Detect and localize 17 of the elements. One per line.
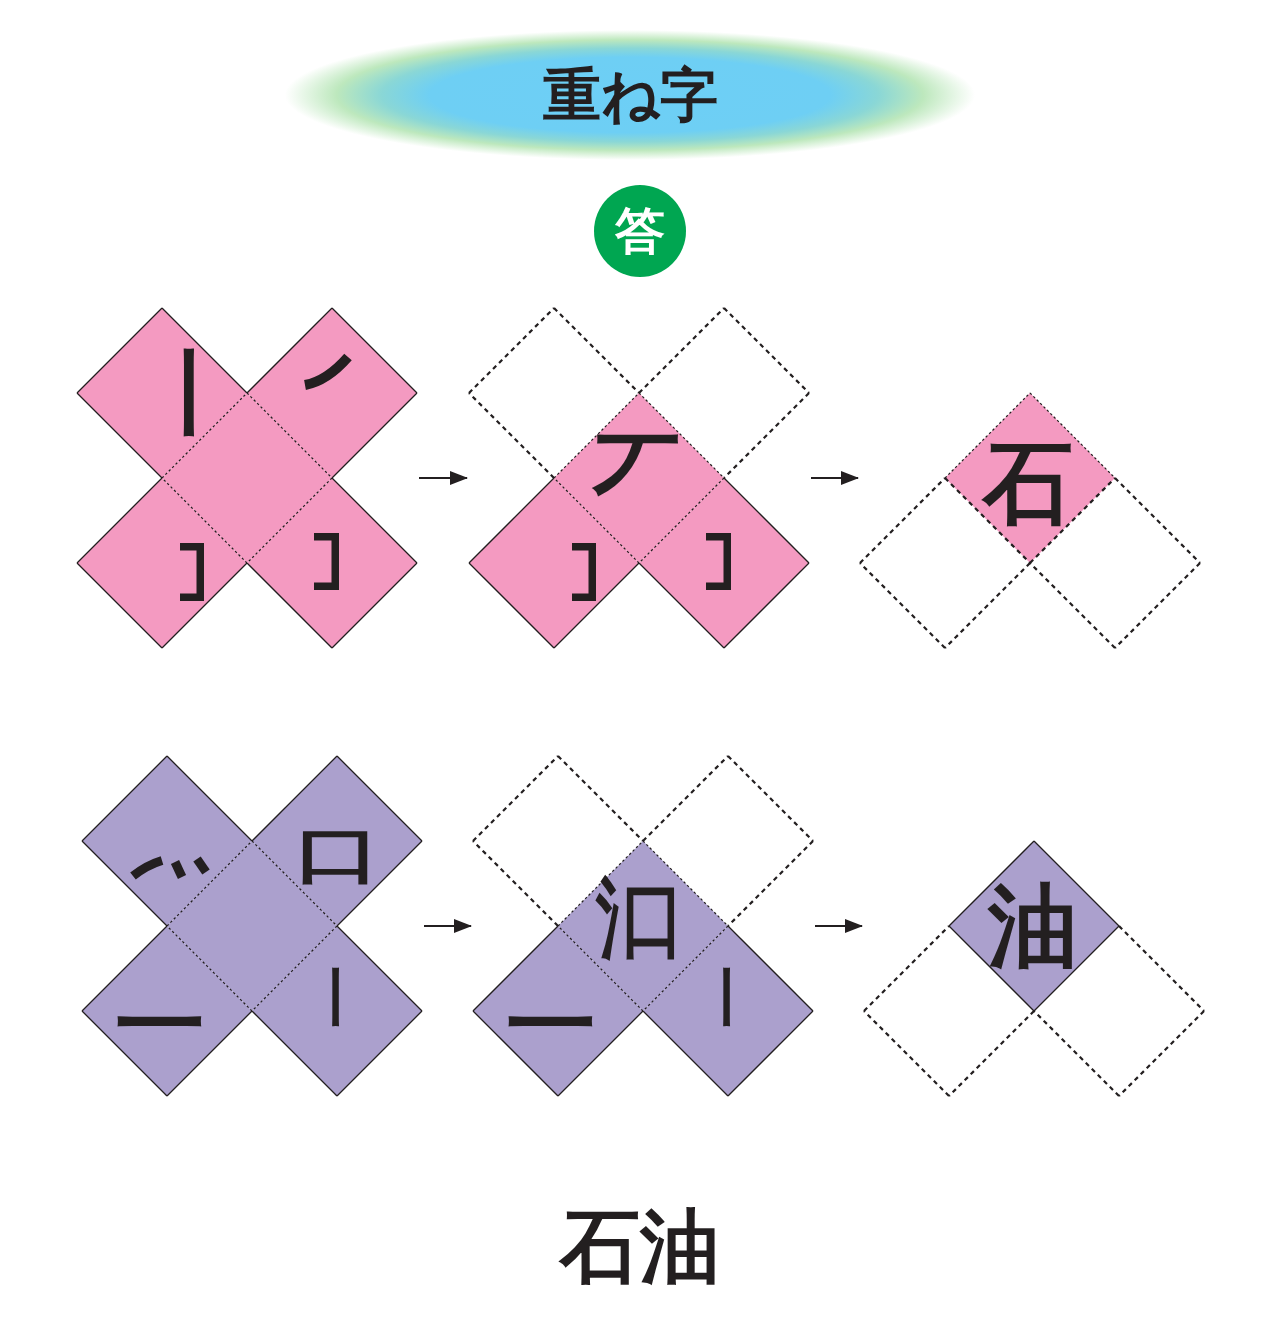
kanji-part: 氵口 bbox=[595, 877, 685, 961]
kanji-part: 丨 bbox=[146, 348, 236, 438]
arrow bbox=[810, 471, 859, 485]
kanji-part: 一 bbox=[115, 980, 205, 1070]
kanji: 油 bbox=[988, 881, 1078, 971]
kanji-part: 一 bbox=[506, 980, 596, 1070]
title-banner: 重ね字 bbox=[285, 30, 975, 160]
kanji-part: 口 bbox=[294, 823, 382, 887]
answer-text: 石油 bbox=[560, 1207, 720, 1287]
answer-badge: 答 bbox=[594, 185, 686, 277]
kanji-part: 丆 bbox=[593, 426, 681, 514]
arrow bbox=[423, 919, 472, 933]
kanji-part: 丨 bbox=[698, 967, 758, 1027]
kanji-part: 丨 bbox=[307, 967, 367, 1027]
arrow bbox=[814, 919, 863, 933]
arrow bbox=[418, 471, 468, 485]
kanji: 石 bbox=[983, 438, 1073, 528]
